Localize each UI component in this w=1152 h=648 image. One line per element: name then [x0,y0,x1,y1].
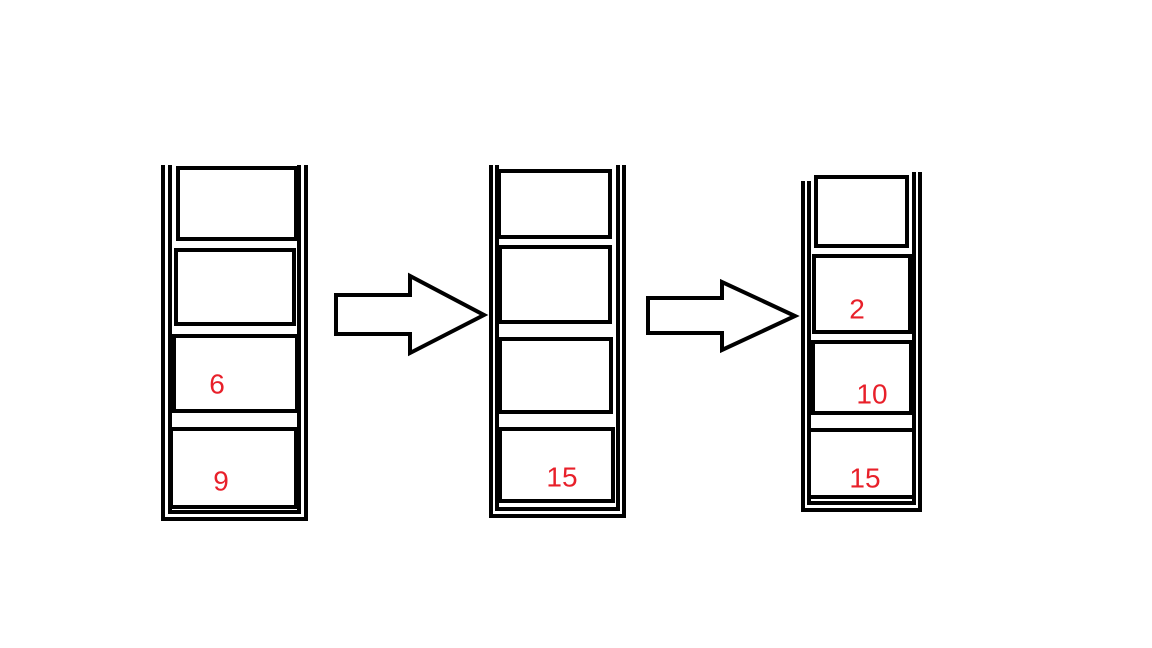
stack-2-cell-4-value: 15 [546,461,577,492]
stack-2-inner-container [495,165,620,511]
stack-1-cell-1 [176,166,298,241]
stack-1-cell-4-value: 9 [213,465,229,496]
stack-2: 15 [489,165,626,518]
stack-1-cell-3 [172,334,299,413]
stack-2-cell-2 [498,245,612,324]
stack-3-cell-4 [807,428,916,499]
stack-1-cell-2 [174,248,296,326]
stack-3-cell-1 [814,175,909,248]
stack-3-cell-2 [812,254,912,334]
stack-3-cell-2-value: 2 [849,293,865,324]
stack-3-inner-container [807,172,916,505]
stack-3-outer-container [801,172,922,512]
stack-1-cell-3-value: 6 [209,368,225,399]
stack-3: 2 10 15 [801,172,922,512]
right-arrow-icon [646,278,800,354]
stack-1-outer-container [161,165,308,521]
stack-3-cell-3-value: 10 [856,378,887,409]
stack-2-cell-4 [498,427,615,503]
stack-2-cell-3 [498,337,613,414]
stack-3-cell-3 [811,340,913,415]
stack-2-outer-container [489,165,626,518]
stack-1: 6 9 [161,165,308,521]
stack-3-cell-4-value: 15 [849,462,880,493]
stack-2-cell-1 [497,169,612,239]
right-arrow-icon [334,272,489,357]
stack-1-cell-4 [169,427,298,509]
